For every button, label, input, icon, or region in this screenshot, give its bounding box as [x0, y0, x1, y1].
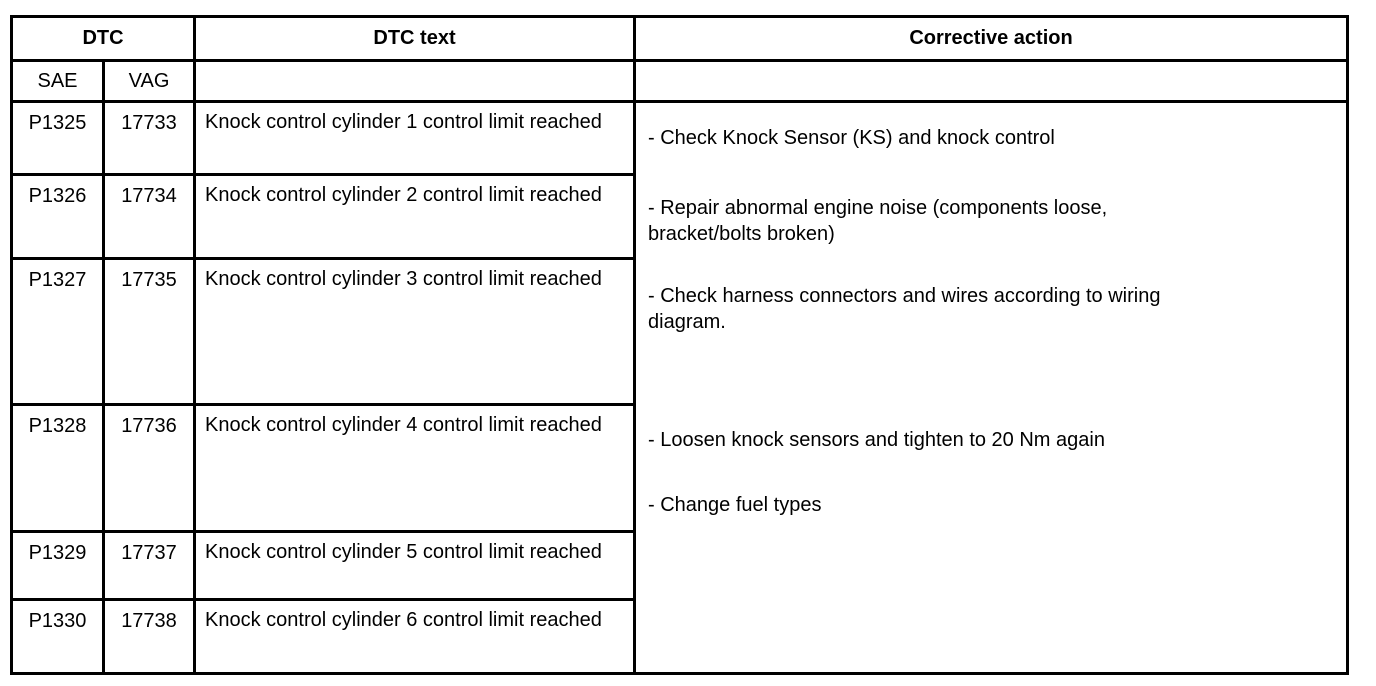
subheader-cell-corrective-empty — [633, 59, 1349, 103]
dtc-text-cell: Knock control cylinder 5 control limit r… — [193, 530, 637, 601]
corrective-action-item: - Check Knock Sensor (KS) and knock cont… — [648, 127, 1055, 149]
table-row: P1330 17738 Knock control cylinder 6 con… — [10, 598, 1348, 675]
table-row: P1327 17735 Knock control cylinder 3 con… — [10, 257, 1348, 406]
dtc-text-cell: Knock control cylinder 6 control limit r… — [193, 598, 637, 675]
vag-code-cell: 17736 — [101, 403, 197, 533]
dtc-table: DTC DTC text Corrective action SAE VAG P… — [9, 15, 1349, 675]
dtc-text-cell: Knock control cylinder 4 control limit r… — [193, 403, 637, 533]
corrective-action-item: - Check harness connectors and wires acc… — [648, 285, 1161, 333]
subheader-cell-vag: VAG — [101, 59, 197, 103]
vag-code-cell: 17734 — [101, 173, 197, 260]
corrective-action-cell: - Check Knock Sensor (KS) and knock cont… — [633, 100, 1349, 675]
subheader-cell-dtc-text-empty — [193, 59, 637, 103]
subheader-cell-sae: SAE — [10, 59, 105, 103]
sae-code-cell: P1329 — [10, 530, 105, 601]
table-row: P1329 17737 Knock control cylinder 5 con… — [10, 530, 1348, 601]
sae-code-cell: P1327 — [10, 257, 105, 406]
corrective-action-item: - Change fuel types — [648, 494, 822, 516]
table-row: P1326 17734 Knock control cylinder 2 con… — [10, 173, 1348, 260]
header-cell-corrective-action: Corrective action — [633, 15, 1349, 62]
dtc-text-cell: Knock control cylinder 2 control limit r… — [193, 173, 637, 260]
corrective-action-item: - Loosen knock sensors and tighten to 20… — [648, 429, 1105, 451]
header-cell-dtc: DTC — [9, 15, 197, 62]
sae-code-cell: P1328 — [10, 403, 105, 533]
subheader-row: SAE VAG — [10, 59, 1349, 103]
dtc-text-cell: Knock control cylinder 1 control limit r… — [193, 100, 637, 176]
header-row: DTC DTC text Corrective action — [9, 15, 1349, 62]
table-row: P1325 17733 Knock control cylinder 1 con… — [10, 100, 1349, 675]
header-cell-dtc-text: DTC text — [193, 15, 637, 62]
sae-code-cell: P1326 — [10, 173, 105, 260]
vag-code-cell: 17735 — [101, 257, 197, 406]
sae-code-cell: P1325 — [10, 100, 105, 176]
table-row: P1328 17736 Knock control cylinder 4 con… — [10, 403, 1348, 533]
vag-code-cell: 17737 — [101, 530, 197, 601]
sae-code-cell: P1330 — [10, 598, 105, 675]
dtc-text-cell: Knock control cylinder 3 control limit r… — [193, 257, 637, 406]
vag-code-cell: 17738 — [101, 598, 197, 675]
corrective-action-item: - Repair abnormal engine noise (componen… — [648, 197, 1108, 245]
vag-code-cell: 17733 — [101, 100, 197, 176]
